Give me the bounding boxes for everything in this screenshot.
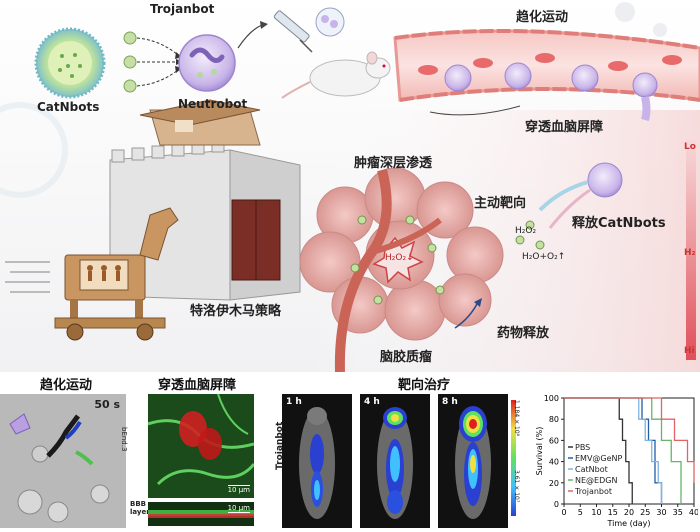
legend-label: Trojanbot bbox=[574, 487, 612, 496]
label-deep-penetration: 肿瘤深层渗透 bbox=[354, 156, 433, 171]
scale-high-label: Hi bbox=[684, 346, 695, 356]
y-axis-label: Survival (%) bbox=[535, 427, 544, 476]
ivis-image-1h: 1 h bbox=[282, 394, 352, 528]
colorbar-max-label: 1.184 × 10⁸ bbox=[513, 400, 520, 437]
ivis-colorbar bbox=[511, 400, 516, 516]
label-h2o2-tumor: H₂O₂↓ bbox=[385, 253, 414, 263]
ivis-time-1h: 1 h bbox=[286, 397, 302, 407]
x-tick-label: 20 bbox=[624, 508, 634, 517]
bbb-cell-label: bEnd.3 bbox=[120, 427, 128, 452]
x-axis-label: Time (day) bbox=[606, 519, 650, 528]
label-h2o2-small: H₂O₂ bbox=[515, 226, 537, 236]
y-tick-label: 0 bbox=[554, 500, 559, 509]
label-active-targeting: 主动靶向 bbox=[474, 196, 527, 211]
trojan-horse-illustration bbox=[5, 207, 179, 341]
y-tick-label: 80 bbox=[549, 415, 559, 424]
label-cross-bbb: 穿透血脑屏障 bbox=[525, 120, 604, 135]
mechanism-svg bbox=[0, 2, 700, 372]
label-trojan-strategy: 特洛伊木马策略 bbox=[190, 304, 282, 319]
legend-label: EMV@GeNP bbox=[575, 454, 623, 463]
legend-label: PBS bbox=[575, 443, 590, 452]
ivis-time-8h: 8 h bbox=[442, 397, 458, 407]
bbb-svg bbox=[148, 394, 254, 498]
small-bots bbox=[123, 31, 183, 93]
release-cell bbox=[515, 162, 623, 250]
x-tick-label: 30 bbox=[656, 508, 666, 517]
x-tick-label: 35 bbox=[673, 508, 683, 517]
legend-label: NE@EDGN bbox=[575, 476, 617, 485]
y-tick-label: 20 bbox=[549, 479, 559, 488]
results-panels: 趋化运动 50 s 穿透血脑屏障 bEnd.3 10 μm BBB layer bbox=[0, 372, 700, 532]
mechanism-illustration: Trojanbot CatNbots Neutrobot 趋化运动 穿透血脑屏障… bbox=[0, 0, 700, 372]
bbb-layer-svg bbox=[148, 510, 254, 518]
chemotaxis-svg bbox=[9, 413, 110, 523]
label-neutrobot: Neutrobot bbox=[178, 97, 248, 111]
bbb-fluorescence-image: 10 μm bbox=[148, 394, 254, 498]
x-tick-label: 25 bbox=[640, 508, 650, 517]
colorbar-min-label: 3.61 × 10⁷ bbox=[513, 470, 520, 503]
label-catnbots: CatNbots bbox=[37, 100, 100, 114]
mouse-illustration bbox=[281, 51, 391, 99]
ivis-image-8h: 8 h bbox=[438, 394, 508, 528]
bbb-scale-bar-2: 10 μm bbox=[227, 504, 250, 513]
x-tick-label: 40 bbox=[689, 508, 698, 517]
x-tick-label: 10 bbox=[591, 508, 601, 517]
syringe bbox=[273, 7, 345, 53]
x-tick-label: 15 bbox=[608, 508, 618, 517]
label-chemotaxis: 趋化运动 bbox=[516, 10, 569, 25]
scale-low-label: Lo bbox=[684, 142, 696, 152]
x-tick-label: 5 bbox=[578, 508, 583, 517]
bbb-scale-bar-1: 10 μm bbox=[227, 485, 250, 494]
y-tick-label: 100 bbox=[544, 394, 559, 403]
y-tick-label: 60 bbox=[549, 436, 559, 445]
label-drug-release: 药物释放 bbox=[497, 326, 550, 341]
label-reaction-products: H₂O+O₂↑ bbox=[522, 252, 566, 262]
scale-mid-label: H₂ bbox=[684, 248, 696, 258]
ivis-time-4h: 4 h bbox=[364, 397, 380, 407]
ivis-svg-1h bbox=[299, 407, 335, 519]
ivis-svg-8h bbox=[455, 406, 491, 519]
legend-label: CatNbot bbox=[575, 465, 608, 474]
chemotaxis-time: 50 s bbox=[94, 398, 120, 411]
label-glioma: 脑胶质瘤 bbox=[380, 350, 433, 365]
chemotaxis-title: 趋化运动 bbox=[40, 378, 93, 393]
bbb-layer-label: BBB layer bbox=[130, 500, 150, 516]
tumor-cluster bbox=[299, 167, 504, 372]
h2o2-gradient-scale bbox=[686, 140, 696, 360]
ivis-svg-4h bbox=[377, 407, 413, 519]
series-line-trojanbot bbox=[564, 397, 695, 483]
x-tick-label: 0 bbox=[561, 508, 566, 517]
label-release-catnbots: 释放CatNbots bbox=[572, 216, 666, 231]
bbb-title: 穿透血脑屏障 bbox=[158, 378, 237, 393]
catnbot-nanoparticle bbox=[34, 27, 106, 99]
chemotaxis-micrograph: 50 s bbox=[0, 394, 126, 528]
blood-vessel bbox=[393, 28, 700, 122]
label-trojanbot: Trojanbot bbox=[150, 2, 215, 16]
ivis-image-4h: 4 h bbox=[360, 394, 430, 528]
bbb-layer-image: 10 μm bbox=[148, 502, 254, 526]
neutrobot-cell bbox=[178, 34, 236, 92]
targeted-title: 靶向治疗 bbox=[398, 378, 451, 393]
y-tick-label: 40 bbox=[549, 458, 559, 467]
